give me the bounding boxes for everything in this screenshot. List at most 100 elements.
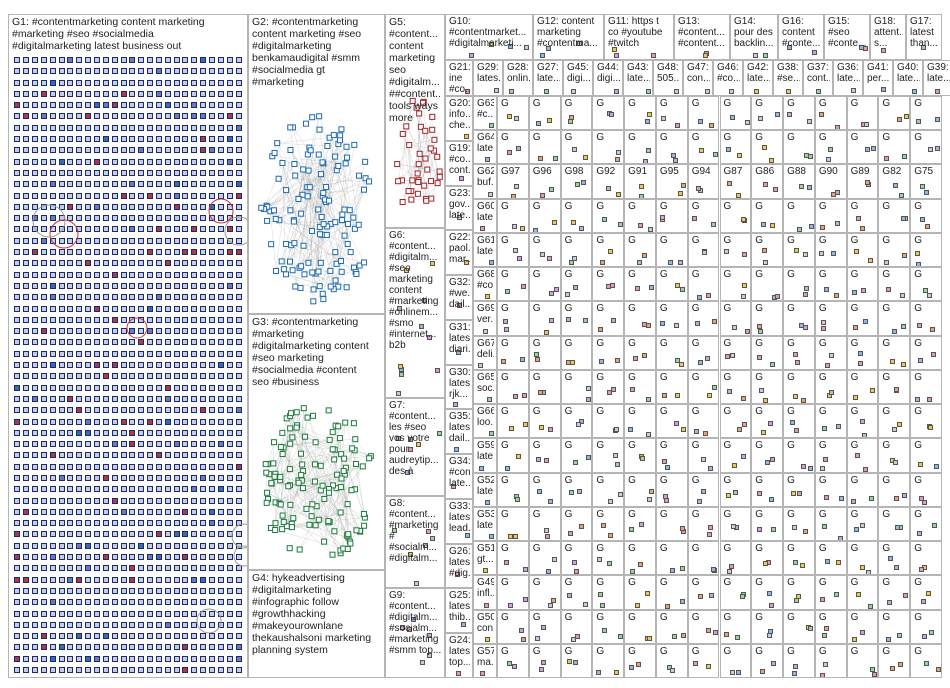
user-node[interactable] — [208, 147, 217, 158]
user-node[interactable] — [302, 433, 309, 440]
user-node[interactable] — [146, 136, 155, 147]
user-node[interactable] — [234, 181, 243, 192]
user-node[interactable] — [181, 79, 190, 91]
user-node[interactable] — [290, 218, 297, 225]
user-node[interactable] — [128, 158, 137, 170]
user-node[interactable] — [293, 424, 300, 431]
user-node[interactable] — [320, 221, 327, 228]
user-node[interactable] — [31, 57, 40, 68]
user-node[interactable] — [320, 189, 327, 196]
user-node[interactable] — [325, 518, 332, 525]
user-node[interactable] — [190, 90, 199, 102]
user-node[interactable] — [318, 171, 325, 178]
user-node[interactable] — [101, 68, 110, 79]
user-node[interactable] — [304, 414, 311, 421]
user-node[interactable] — [317, 462, 324, 469]
user-node[interactable] — [310, 286, 317, 293]
user-node[interactable] — [272, 520, 279, 527]
user-node[interactable] — [101, 57, 110, 68]
user-node[interactable] — [57, 113, 66, 124]
user-node[interactable] — [84, 158, 93, 170]
user-node[interactable] — [40, 136, 49, 147]
user-node[interactable] — [181, 147, 190, 158]
user-node[interactable] — [66, 169, 75, 181]
user-node[interactable] — [277, 444, 284, 451]
user-node[interactable] — [172, 169, 181, 181]
user-node[interactable] — [208, 102, 217, 113]
user-node[interactable] — [208, 68, 217, 79]
user-node[interactable] — [225, 181, 234, 192]
user-node[interactable] — [163, 136, 172, 147]
user-node[interactable] — [234, 68, 243, 79]
user-node[interactable] — [66, 113, 75, 124]
user-node[interactable] — [337, 132, 344, 139]
user-node[interactable] — [287, 440, 294, 447]
user-node[interactable] — [172, 124, 181, 136]
user-node[interactable] — [190, 181, 199, 192]
user-node[interactable] — [146, 57, 155, 68]
user-node[interactable] — [22, 136, 31, 147]
user-node[interactable] — [163, 68, 172, 79]
user-node[interactable] — [305, 167, 312, 174]
user-node[interactable] — [272, 527, 279, 534]
user-node[interactable] — [110, 181, 119, 192]
user-node[interactable] — [66, 136, 75, 147]
user-node[interactable] — [40, 102, 49, 113]
user-node[interactable] — [348, 487, 355, 494]
user-node[interactable] — [271, 473, 278, 480]
user-node[interactable] — [40, 181, 49, 192]
user-node[interactable] — [347, 540, 354, 547]
user-node[interactable] — [40, 79, 49, 91]
user-node[interactable] — [31, 68, 40, 79]
user-node[interactable] — [331, 456, 338, 463]
user-node[interactable] — [270, 460, 277, 467]
user-node[interactable] — [344, 154, 351, 161]
user-node[interactable] — [137, 102, 146, 113]
user-node[interactable] — [275, 175, 282, 182]
user-node[interactable] — [172, 136, 181, 147]
user-node[interactable] — [128, 147, 137, 158]
user-node[interactable] — [216, 79, 225, 91]
user-node[interactable] — [155, 169, 164, 181]
user-node[interactable] — [349, 445, 356, 452]
user-node[interactable] — [287, 207, 294, 214]
user-node[interactable] — [352, 436, 359, 443]
user-node[interactable] — [336, 435, 343, 442]
user-node[interactable] — [84, 136, 93, 147]
user-node[interactable] — [341, 206, 348, 213]
user-node[interactable] — [323, 184, 330, 191]
user-node[interactable] — [225, 102, 234, 113]
user-node[interactable] — [84, 147, 93, 158]
user-node[interactable] — [181, 68, 190, 79]
user-node[interactable] — [48, 136, 57, 147]
user-node[interactable] — [101, 90, 110, 102]
user-node[interactable] — [319, 482, 326, 489]
user-node[interactable] — [48, 102, 57, 113]
user-node[interactable] — [137, 169, 146, 181]
user-node[interactable] — [287, 258, 294, 265]
user-node[interactable] — [119, 169, 128, 181]
user-node[interactable] — [93, 181, 102, 192]
user-node[interactable] — [13, 124, 22, 136]
user-node[interactable] — [350, 214, 357, 221]
user-node[interactable] — [48, 192, 57, 204]
user-node[interactable] — [366, 178, 373, 185]
user-node[interactable] — [338, 126, 345, 133]
user-node[interactable] — [291, 161, 298, 168]
user-node[interactable] — [216, 113, 225, 124]
user-node[interactable] — [146, 124, 155, 136]
user-node[interactable] — [84, 57, 93, 68]
user-node[interactable] — [137, 57, 146, 68]
user-node[interactable] — [208, 90, 217, 102]
user-node[interactable] — [48, 68, 57, 79]
group-g4[interactable]: G4: hykeadvertising #digitalmarketing #i… — [248, 570, 385, 678]
user-node[interactable] — [190, 158, 199, 170]
user-node[interactable] — [338, 268, 345, 275]
user-node[interactable] — [190, 102, 199, 113]
user-node[interactable] — [304, 193, 311, 200]
user-node[interactable] — [146, 79, 155, 91]
user-node[interactable] — [93, 90, 102, 102]
user-node[interactable] — [305, 259, 312, 266]
user-node[interactable] — [75, 136, 84, 147]
user-node[interactable] — [280, 266, 287, 273]
